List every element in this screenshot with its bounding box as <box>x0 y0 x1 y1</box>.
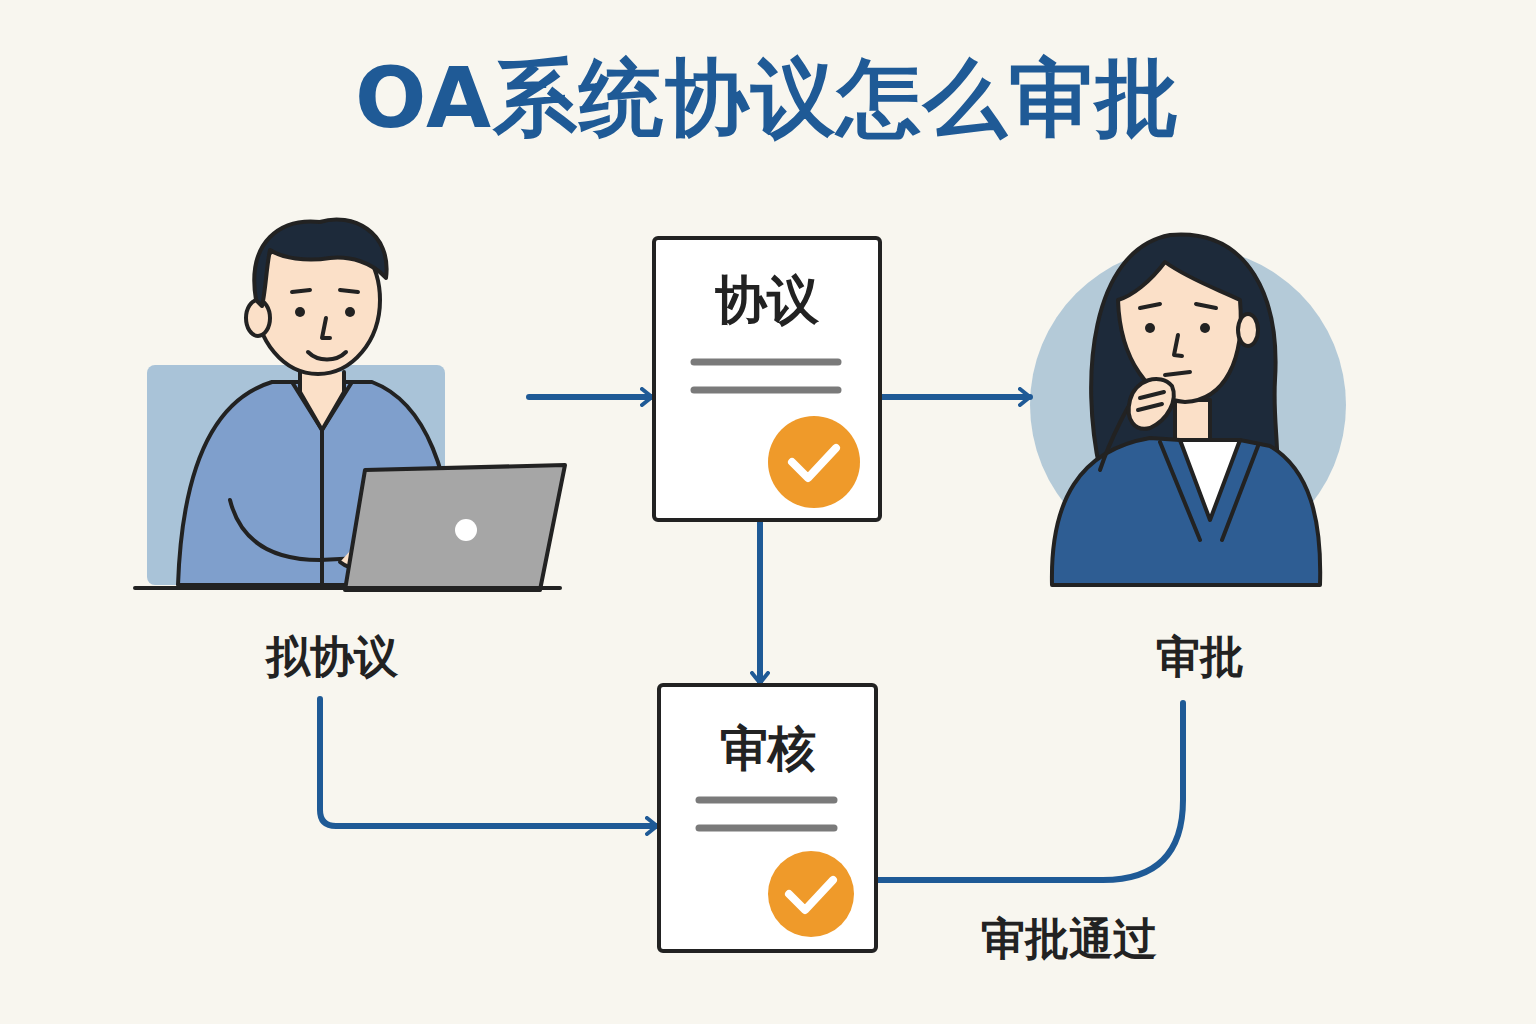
flow-arrow <box>882 394 1030 400</box>
check-mark <box>789 880 833 910</box>
node-label: 审批 <box>1030 628 1369 687</box>
check-badge <box>768 416 860 508</box>
node-label: 拟协议 <box>135 628 529 687</box>
page-title: OA系统协议怎么审批 <box>0 42 1536 156</box>
text-line <box>699 825 834 832</box>
person-node: 审批 <box>1030 230 1369 685</box>
flow-arrow <box>320 699 657 826</box>
woman-figure <box>1030 235 1346 585</box>
document-card: 协议 <box>652 236 882 522</box>
text-line <box>699 797 834 804</box>
check-badge <box>768 851 854 937</box>
text-line <box>694 359 838 366</box>
flow-arrow <box>878 703 1183 880</box>
person-node: 拟协议 <box>135 230 529 685</box>
text-line <box>694 387 838 394</box>
flow-arrow <box>529 394 652 400</box>
edge-label: 审批通过 <box>975 910 1163 969</box>
check-mark <box>792 448 836 478</box>
node-label: 协议 <box>656 266 878 336</box>
man-figure <box>135 219 565 590</box>
flow-arrow <box>757 522 763 683</box>
document-card: 审核 <box>657 683 878 953</box>
node-label: 审核 <box>661 717 874 781</box>
